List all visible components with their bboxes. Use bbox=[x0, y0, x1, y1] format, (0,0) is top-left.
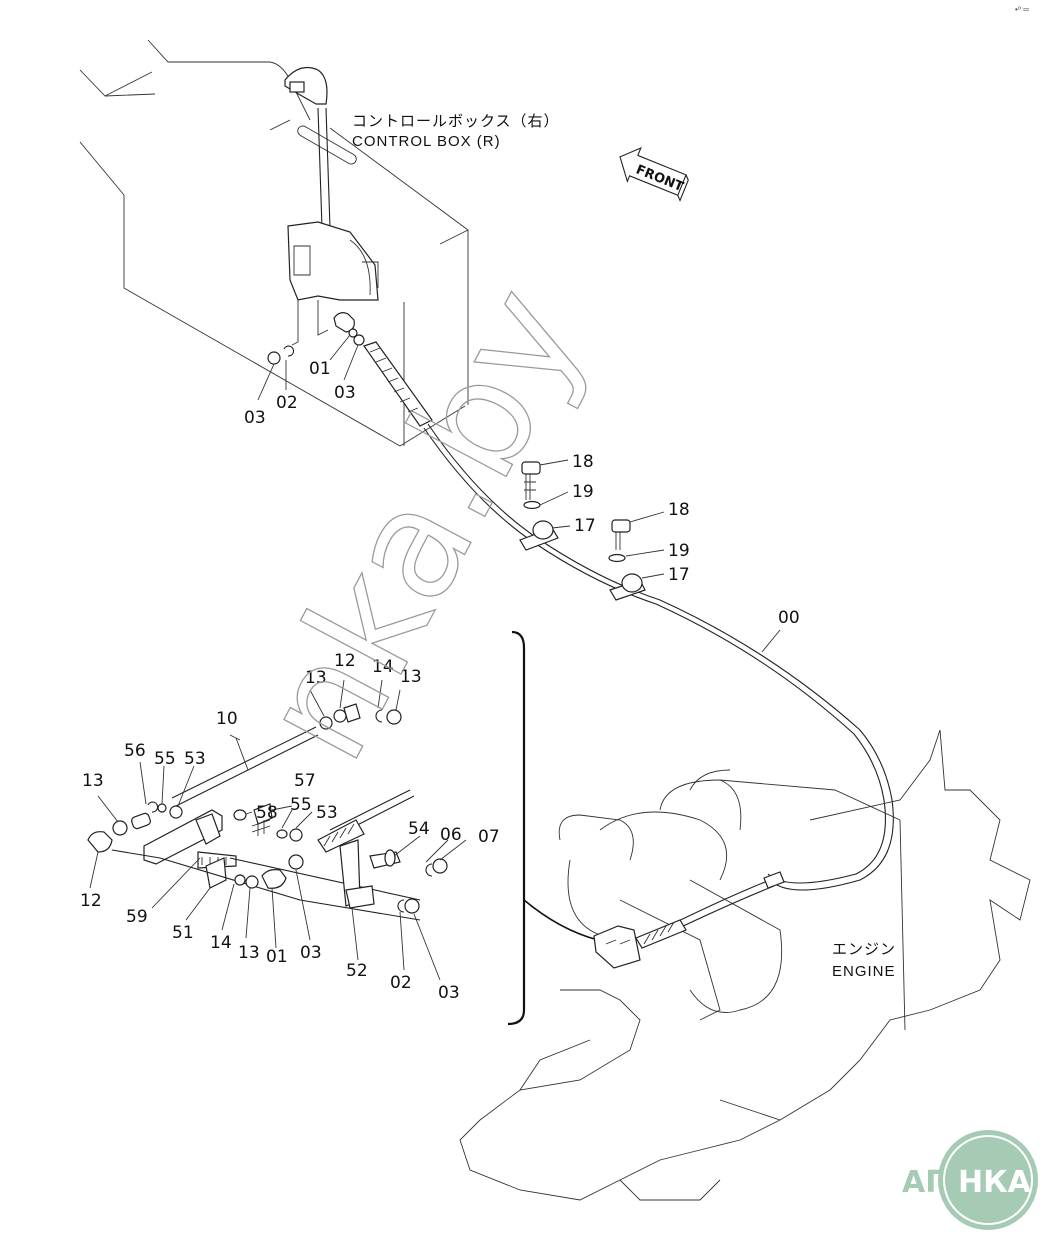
callout-03: 03 bbox=[244, 408, 266, 428]
callout-54: 54 bbox=[408, 819, 430, 839]
callout-17: 17 bbox=[574, 516, 596, 536]
bracket-connector bbox=[523, 899, 599, 941]
callout-51: 51 bbox=[172, 923, 194, 943]
callout-00: 00 bbox=[778, 608, 800, 628]
callout-53: 53 bbox=[316, 803, 338, 823]
callout-19: 19 bbox=[668, 541, 690, 561]
callout-55: 55 bbox=[154, 749, 176, 769]
engine-label-jp: エンジン bbox=[832, 941, 896, 958]
callout-12: 12 bbox=[334, 651, 356, 671]
callout-52: 52 bbox=[346, 961, 368, 981]
callout-12: 12 bbox=[80, 891, 102, 911]
callout-13: 13 bbox=[82, 771, 104, 791]
control-box-title-en: CONTROL BOX (R) bbox=[352, 133, 501, 150]
callout-01: 01 bbox=[309, 359, 331, 379]
callout-17: 17 bbox=[668, 565, 690, 585]
callout-03: 03 bbox=[300, 943, 322, 963]
callout-02: 02 bbox=[390, 973, 412, 993]
callout-10: 10 bbox=[216, 709, 238, 729]
callout-18: 18 bbox=[572, 452, 594, 472]
engine-drawing bbox=[459, 729, 1031, 1201]
logo-right-text: НКА bbox=[958, 1165, 1032, 1200]
callout-03: 03 bbox=[438, 983, 460, 1003]
callout-01: 01 bbox=[266, 947, 288, 967]
logo-left-text: АГРО bbox=[902, 1165, 992, 1200]
cable-clamps bbox=[519, 459, 665, 601]
callout-14: 14 bbox=[372, 657, 394, 677]
callout-19: 19 bbox=[572, 482, 594, 502]
callout-06: 06 bbox=[440, 825, 462, 845]
corner-mark: •⁰ ═ bbox=[1015, 5, 1029, 14]
front-direction-arrow: FRONT bbox=[619, 146, 689, 202]
agronka-logo: АГРО НКА bbox=[902, 1130, 1038, 1230]
group-bracket bbox=[507, 630, 526, 1026]
callout-59: 59 bbox=[126, 907, 148, 927]
callout-02: 02 bbox=[276, 393, 298, 413]
watermark: nka.by bbox=[228, 261, 618, 787]
callout-53: 53 bbox=[184, 749, 206, 769]
callout-56: 56 bbox=[124, 741, 146, 761]
control-box-drawing bbox=[79, 39, 469, 447]
engine-label-en: ENGINE bbox=[832, 963, 896, 980]
callout-58: 58 bbox=[256, 803, 278, 823]
control-box-title-jp: コントロールボックス（右） bbox=[352, 113, 560, 130]
linkage-assembly bbox=[87, 679, 467, 981]
callout-13: 13 bbox=[238, 943, 260, 963]
cable-leader bbox=[761, 629, 781, 653]
callout-13: 13 bbox=[400, 667, 422, 687]
callout-18: 18 bbox=[668, 500, 690, 520]
callout-14: 14 bbox=[210, 933, 232, 953]
callout-57: 57 bbox=[294, 771, 316, 791]
front-label: FRONT bbox=[634, 162, 686, 195]
callout-13: 13 bbox=[305, 668, 327, 688]
callout-07: 07 bbox=[478, 827, 500, 847]
callout-03: 03 bbox=[334, 383, 356, 403]
callout-55: 55 bbox=[290, 795, 312, 815]
